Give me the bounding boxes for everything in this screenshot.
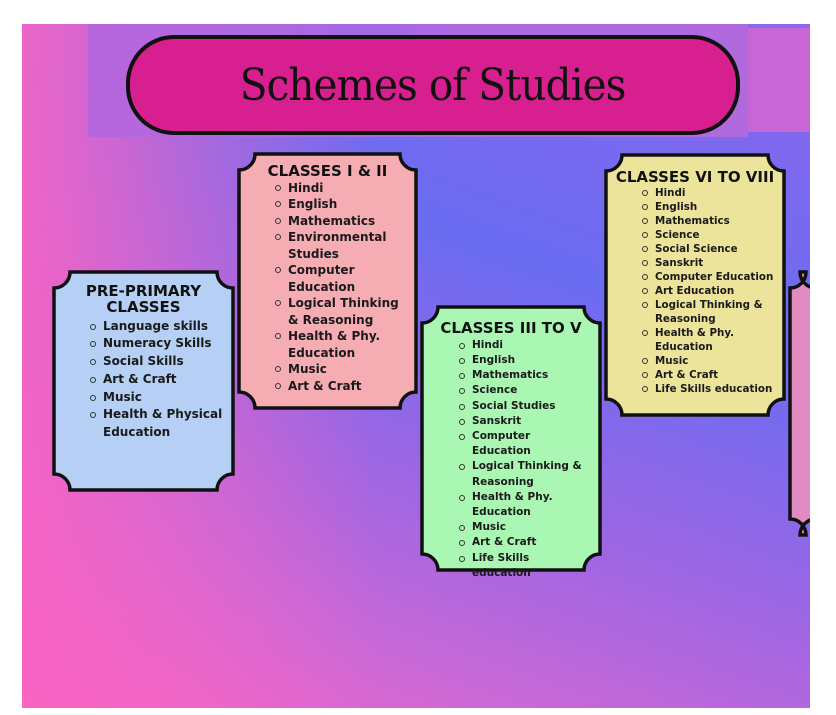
- subject-item: Life Skills education: [459, 551, 590, 581]
- subject-item: Music: [642, 354, 775, 368]
- subject-item: English: [642, 200, 775, 214]
- card-frame: [788, 270, 818, 537]
- subject-item: Sanskrit: [642, 256, 775, 270]
- card-frame: [52, 270, 235, 492]
- subject-item: Logical Thinking & Reasoning: [459, 459, 590, 489]
- card-heading: CLASSES I & II: [267, 162, 388, 180]
- subject-item: Art & Craft: [459, 535, 590, 550]
- subject-item: Social Skills: [90, 353, 223, 371]
- subject-item: Music: [459, 520, 590, 535]
- subject-item: Music: [90, 389, 223, 407]
- card-heading: CLASSES III TO V: [440, 319, 582, 337]
- subject-item: Numeracy Skills: [90, 335, 223, 353]
- subject-item: English: [275, 196, 403, 213]
- banner-backdrop-right: [748, 28, 810, 132]
- subject-item: Language skills: [90, 318, 223, 336]
- subject-item: Music: [275, 361, 403, 378]
- subject-item: Health & Phy. Education: [459, 490, 590, 520]
- card-frame: [420, 305, 602, 572]
- card-heading: CLASSES VI TO VIII: [615, 168, 775, 186]
- subject-item: Hindi: [642, 186, 775, 200]
- subject-item: Social Science: [642, 242, 775, 256]
- subject-item: Life Skills education: [642, 382, 775, 396]
- card-heading: PRE-PRIMARY CLASSES: [85, 282, 202, 316]
- card-frame: [237, 152, 418, 410]
- subject-item: Computer Education: [459, 429, 590, 459]
- subject-item: Logical Thinking & Reasoning: [642, 298, 775, 326]
- page-title: Schemes of Studies: [240, 59, 627, 111]
- subject-item: Health & Physical Education: [90, 406, 223, 442]
- right-margin: [810, 0, 836, 715]
- subject-item: Science: [642, 228, 775, 242]
- card-partial-offscreen: [788, 270, 818, 537]
- subject-item: Mathematics: [459, 368, 590, 383]
- subject-item: English: [459, 353, 590, 368]
- subject-item: Science: [459, 383, 590, 398]
- subject-item: Art & Craft: [275, 378, 403, 395]
- subject-item: Sanskrit: [459, 414, 590, 429]
- title-banner: Schemes of Studies: [126, 35, 740, 135]
- subject-item: Art & Craft: [90, 371, 223, 389]
- subject-item: Social Studies: [459, 399, 590, 414]
- subject-item: Environmental Studies: [275, 229, 403, 262]
- card-frame: [604, 153, 786, 417]
- subject-item: Computer Education: [275, 262, 403, 295]
- subject-item: Health & Phy. Education: [275, 328, 403, 361]
- subject-item: Health & Phy. Education: [642, 326, 775, 354]
- subject-item: Hindi: [275, 180, 403, 197]
- subject-item: Art & Craft: [642, 368, 775, 382]
- subject-item: Mathematics: [642, 214, 775, 228]
- subject-item: Mathematics: [275, 213, 403, 230]
- subject-item: Logical Thinking & Reasoning: [275, 295, 403, 328]
- subject-item: Computer Education: [642, 270, 774, 283]
- subject-item: Hindi: [459, 338, 590, 353]
- subject-item: Art Education: [642, 284, 775, 298]
